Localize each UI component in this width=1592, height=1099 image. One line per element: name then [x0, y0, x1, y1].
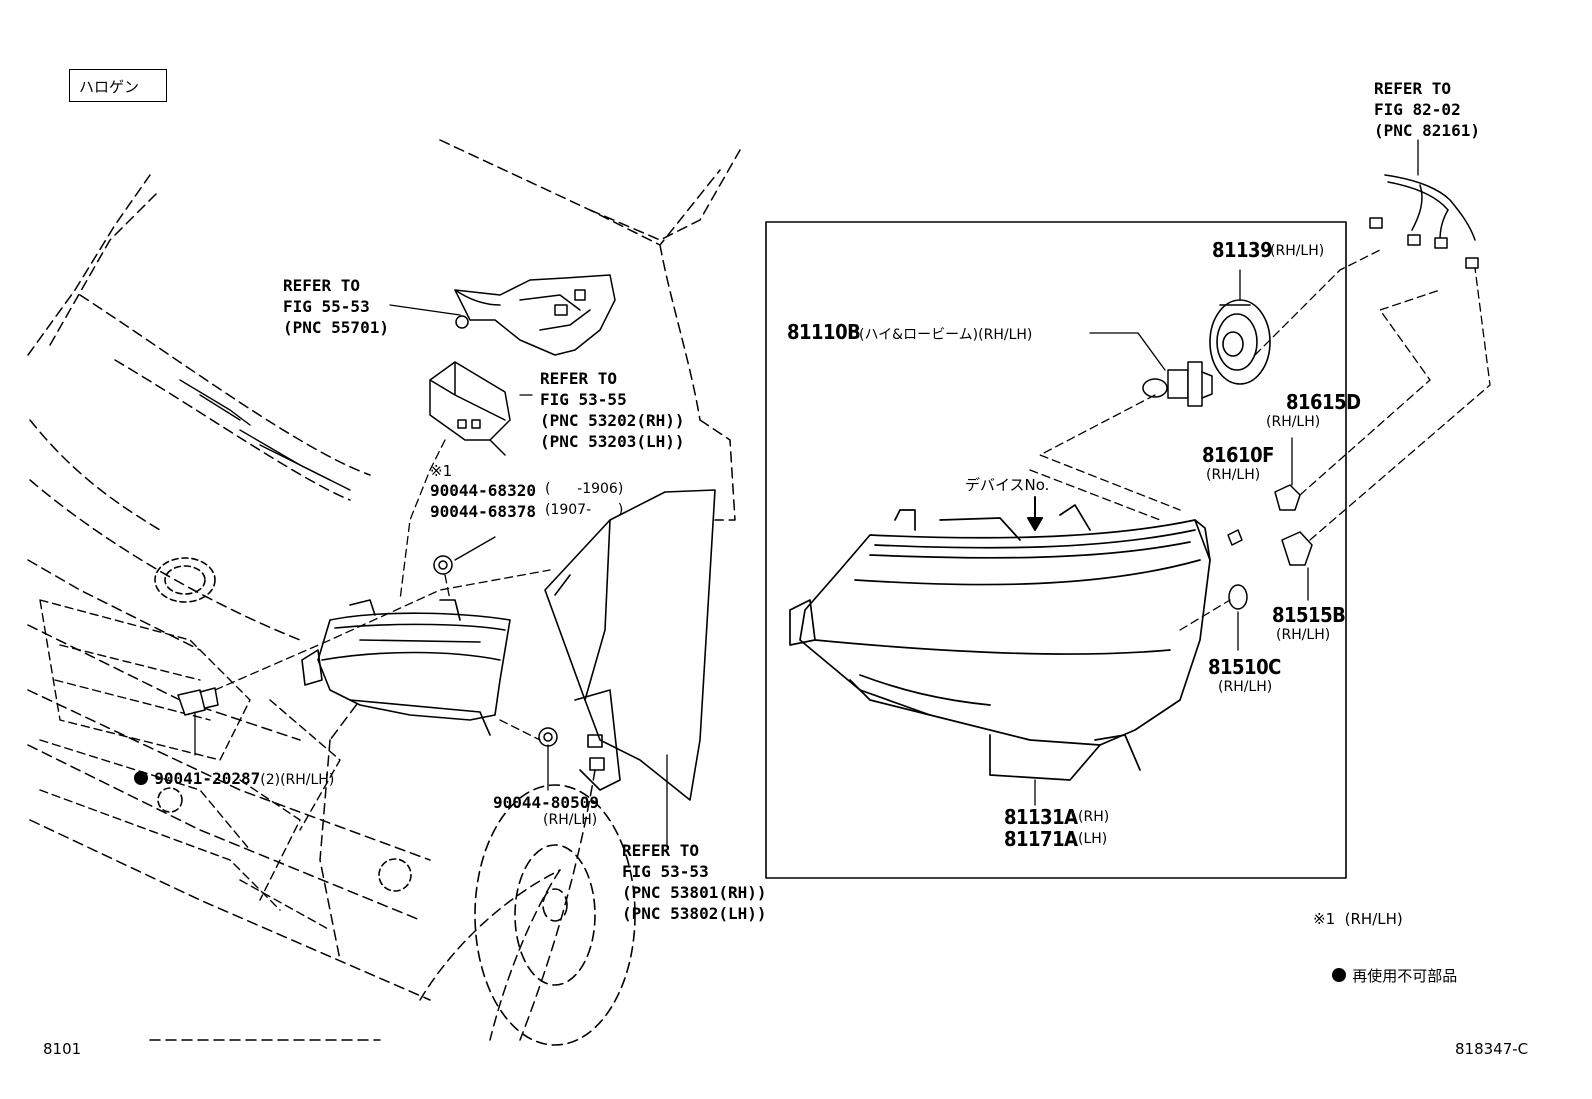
grille-outline — [39, 599, 341, 931]
leader-lines-left — [194, 304, 668, 846]
part-81615d-side: (RH/LH) — [1266, 414, 1321, 430]
part-81139-number: 81139 — [1212, 238, 1273, 262]
emblem — [154, 557, 412, 892]
bolt-side: (RH/LH) — [280, 772, 335, 788]
ref-fender-4: (PNC 53802(LH)) — [622, 904, 767, 923]
ref-bracket-2: FIG 55-53 — [283, 297, 370, 316]
part-81131a-side: (RH) — [1078, 809, 1110, 825]
clip1-range: ( -1906) — [545, 481, 624, 497]
hood-slats — [179, 379, 351, 491]
wheel-arch — [474, 784, 636, 1046]
part-81171a-number: 81171A — [1004, 827, 1078, 851]
bolt-qty: (2) — [260, 772, 281, 788]
wire-harness — [1369, 174, 1479, 269]
legend-nonreuse: 再使用不可部品 — [1313, 946, 1457, 986]
vehicle-body-outline — [27, 139, 741, 1041]
headlamp-support-bracket — [429, 361, 511, 456]
part-81139-side: (RH/LH) — [1270, 243, 1325, 259]
ref-support-2: FIG 53-55 — [540, 390, 627, 409]
ref-fender-3: (PNC 53801(RH)) — [622, 883, 767, 902]
bulb — [1142, 361, 1213, 407]
dashed-leaders-left — [214, 439, 551, 741]
fender-panel — [544, 489, 716, 801]
bolt-number: 90041-20287 — [154, 769, 261, 788]
halogen-tag-label: ハロゲン — [79, 78, 140, 96]
legend-dot-icon — [1332, 968, 1347, 982]
detail-box — [765, 221, 1347, 879]
ref-bracket-3: (PNC 55701) — [283, 318, 389, 337]
ref-fender-1: REFER TO — [622, 841, 700, 860]
part-81615d-number: 81615D — [1286, 390, 1361, 414]
ref-bracket-1: REFER TO — [283, 276, 361, 295]
dashed-leaders-right — [1029, 249, 1491, 631]
headlamp-assembly — [789, 504, 1211, 781]
part-81610f-number: 81610F — [1202, 443, 1274, 467]
halogen-tag: ハロゲン — [69, 69, 167, 102]
ref-wire-3: (PNC 82161) — [1374, 121, 1480, 140]
part-81171a-side: (LH) — [1078, 831, 1108, 847]
footer-left-code: 8101 — [43, 1040, 82, 1058]
legend-nonreuse-text: 再使用不可部品 — [1352, 967, 1458, 985]
footer-right-code: 818347-C — [1455, 1040, 1529, 1058]
hood-bracket — [454, 274, 616, 356]
leader-lines-right — [1034, 139, 1419, 806]
device-number-label: デバイスNo. — [965, 476, 1050, 494]
part-81510c-number: 81510C — [1208, 655, 1281, 679]
ref-wire-2: FIG 82-02 — [1374, 100, 1461, 119]
ref-support-1: REFER TO — [540, 369, 618, 388]
part-81110b-desc: (ハイ&ロービーム)(RH/LH) — [859, 327, 1033, 343]
device-arrow — [1027, 496, 1043, 531]
legend-note1: ※1 (RH/LH) — [1313, 910, 1403, 928]
part-81510c-side: (RH/LH) — [1218, 679, 1273, 695]
clip-note-mark: ※1 — [430, 462, 453, 480]
socket-cap — [1209, 299, 1271, 385]
ref-fender-2: FIG 53-53 — [622, 862, 709, 881]
nut-side: (RH/LH) — [543, 812, 598, 828]
headlamp-installed — [301, 599, 511, 736]
part-81515b-side: (RH/LH) — [1276, 627, 1331, 643]
clip2-range: (1907- ) — [545, 502, 624, 518]
clip1-number: 90044-68320 — [430, 481, 536, 500]
part-81610f-side: (RH/LH) — [1206, 467, 1261, 483]
ref-wire-1: REFER TO — [1374, 79, 1452, 98]
nonreuse-dot-icon — [134, 771, 149, 785]
bolt-label: 90041-20287(2)(RH/LH) — [115, 749, 334, 789]
nut-number: 90044-80509 — [493, 793, 599, 812]
clip2-number: 90044-68378 — [430, 502, 536, 521]
part-81110b-number: 81110B — [787, 320, 861, 344]
small-parts-right — [1227, 484, 1313, 610]
part-81515b-number: 81515B — [1272, 603, 1346, 627]
ref-support-3: (PNC 53202(RH)) — [540, 411, 685, 430]
part-81131a-number: 81131A — [1004, 805, 1078, 829]
ref-support-4: (PNC 53203(LH)) — [540, 432, 685, 451]
